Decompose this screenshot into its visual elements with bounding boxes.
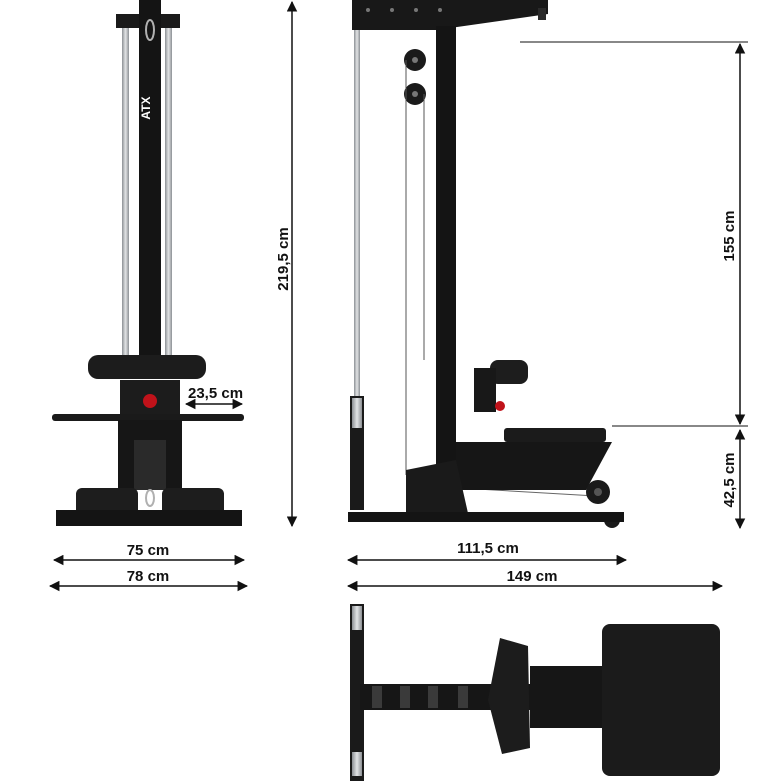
length-outer-label: 149 cm — [507, 568, 558, 585]
brand-logo: ATX — [139, 96, 153, 119]
base-width-outer-label: 78 cm — [127, 568, 170, 585]
front-view: ATX — [52, 0, 244, 526]
dimension-length-inner: 111,5 cm — [346, 540, 628, 566]
dimension-length-outer: 149 cm — [346, 568, 724, 592]
base-width-inner-label: 75 cm — [127, 542, 170, 559]
side-adjustment-knob — [495, 401, 505, 411]
adjustment-knob — [143, 394, 157, 408]
seat-height-label: 42,5 cm — [721, 452, 738, 507]
length-inner-label: 111,5 cm — [457, 540, 519, 557]
top-view — [350, 604, 720, 781]
brand-logo-text: ATX — [139, 96, 153, 119]
dimension-base-width-outer: 78 cm — [48, 568, 249, 592]
side-view — [348, 0, 624, 528]
dimension-base-width-inner: 75 cm — [52, 542, 246, 566]
cable-height-label: 155 cm — [721, 211, 738, 262]
front-height-label: 219,5 cm — [275, 227, 292, 290]
dimension-cable-height: 155 cm — [520, 41, 748, 426]
dimension-seat-height: 42,5 cm — [612, 425, 748, 530]
dimension-seat-width: 23,5 cm — [184, 385, 244, 410]
seat-width-label: 23,5 cm — [188, 385, 243, 402]
dimension-front-height: 219,5 cm — [275, 0, 298, 528]
